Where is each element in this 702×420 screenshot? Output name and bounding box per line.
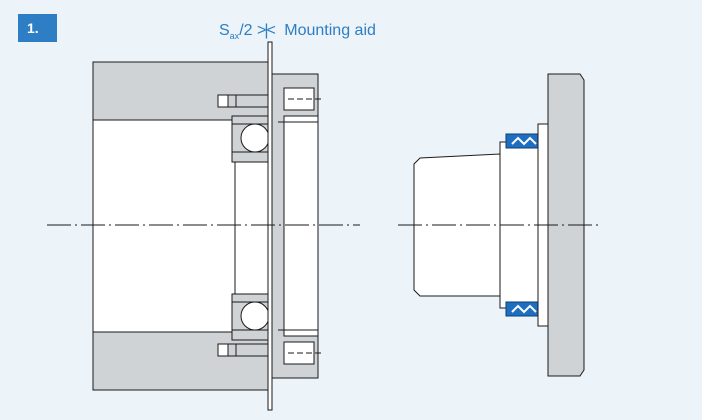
axial-play-symbol: S bbox=[219, 22, 230, 39]
cover-inner bbox=[283, 115, 319, 337]
axial-play-suffix: /2 bbox=[239, 22, 253, 39]
axial-play-callout: Sax/2 >|< Mounting aid bbox=[219, 21, 376, 46]
bearing-ball-top bbox=[240, 123, 270, 153]
shaft-flange-disk bbox=[547, 73, 585, 377]
axial-play-subscript: ax bbox=[229, 31, 240, 41]
step-number-badge: 1. bbox=[18, 14, 57, 42]
mounting-aid-plate bbox=[267, 41, 273, 411]
bearing-ball-bottom bbox=[240, 301, 270, 331]
gap-marker-icon: >|< bbox=[256, 22, 276, 39]
housing-bore bbox=[92, 119, 236, 333]
mounting-aid-label: Mounting aid bbox=[284, 22, 376, 39]
